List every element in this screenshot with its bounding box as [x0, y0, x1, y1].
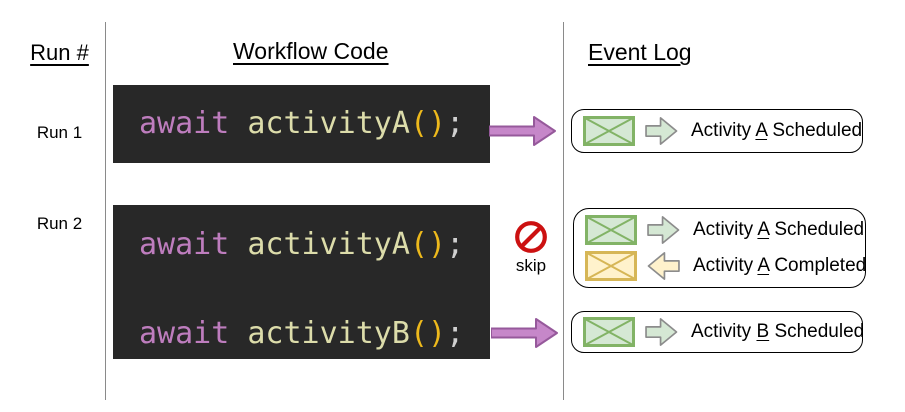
code-line-await-activity-a: await activityA();	[139, 104, 490, 144]
underlined-activity-letter: A	[757, 219, 770, 240]
call-expression: activityB();	[247, 316, 465, 351]
await-keyword: await	[139, 227, 230, 262]
green-envelope-icon	[583, 116, 635, 146]
code-eventlog-column-divider	[563, 22, 565, 400]
event-log-entry: Activity B Scheduled	[583, 317, 865, 347]
code-line-await-activity-a: await activityA();	[139, 225, 490, 265]
event-log-header: Event Log	[588, 39, 692, 65]
run-2-label: Run 2	[36, 214, 83, 233]
green-envelope-icon	[583, 317, 635, 347]
green-right-arrow-icon	[645, 117, 678, 145]
run-column-header: Run #	[30, 40, 89, 65]
call-expression: activityA();	[247, 227, 465, 262]
flow-arrow-icon	[491, 318, 558, 348]
run-code-column-divider	[105, 22, 107, 400]
green-envelope-icon	[585, 215, 637, 245]
skip-label: skip	[515, 256, 547, 275]
event-log-entry: Activity A Scheduled	[585, 215, 865, 245]
event-log-box-run2-activity-a: Activity A Scheduled Activity A Complete…	[573, 208, 866, 288]
event-log-entry: Activity A Scheduled	[583, 116, 862, 146]
workflow-code-header: Workflow Code	[233, 38, 389, 64]
event-log-entry-text: Activity A Scheduled	[693, 219, 865, 240]
no-entry-skip-icon	[515, 221, 547, 253]
flow-arrow-icon	[489, 116, 556, 146]
green-right-arrow-icon	[645, 318, 678, 346]
run-2-code-block: await activityA(); await activityB();	[113, 205, 490, 359]
event-log-entry-text: Activity B Scheduled	[691, 321, 865, 342]
yellow-envelope-icon	[585, 251, 637, 281]
event-log-entry: Activity A Completed	[585, 251, 867, 281]
call-expression: activityA();	[247, 106, 465, 141]
await-keyword: await	[139, 316, 230, 351]
event-log-entry-text: Activity A Scheduled	[691, 120, 863, 141]
underlined-activity-letter: B	[756, 321, 770, 342]
underlined-activity-letter: A	[757, 255, 770, 276]
underlined-activity-letter: A	[755, 120, 768, 141]
await-keyword: await	[139, 106, 230, 141]
event-log-box-run1: Activity A Scheduled	[571, 109, 863, 153]
green-right-arrow-icon	[647, 216, 680, 244]
run-1-code-block: await activityA();	[113, 85, 490, 163]
run-1-label: Run 1	[36, 123, 83, 142]
yellow-left-arrow-icon	[647, 252, 680, 280]
event-log-box-run2-activity-b: Activity B Scheduled	[571, 311, 865, 353]
code-line-await-activity-b: await activityB();	[139, 314, 490, 354]
event-log-entry-text: Activity A Completed	[693, 255, 867, 276]
